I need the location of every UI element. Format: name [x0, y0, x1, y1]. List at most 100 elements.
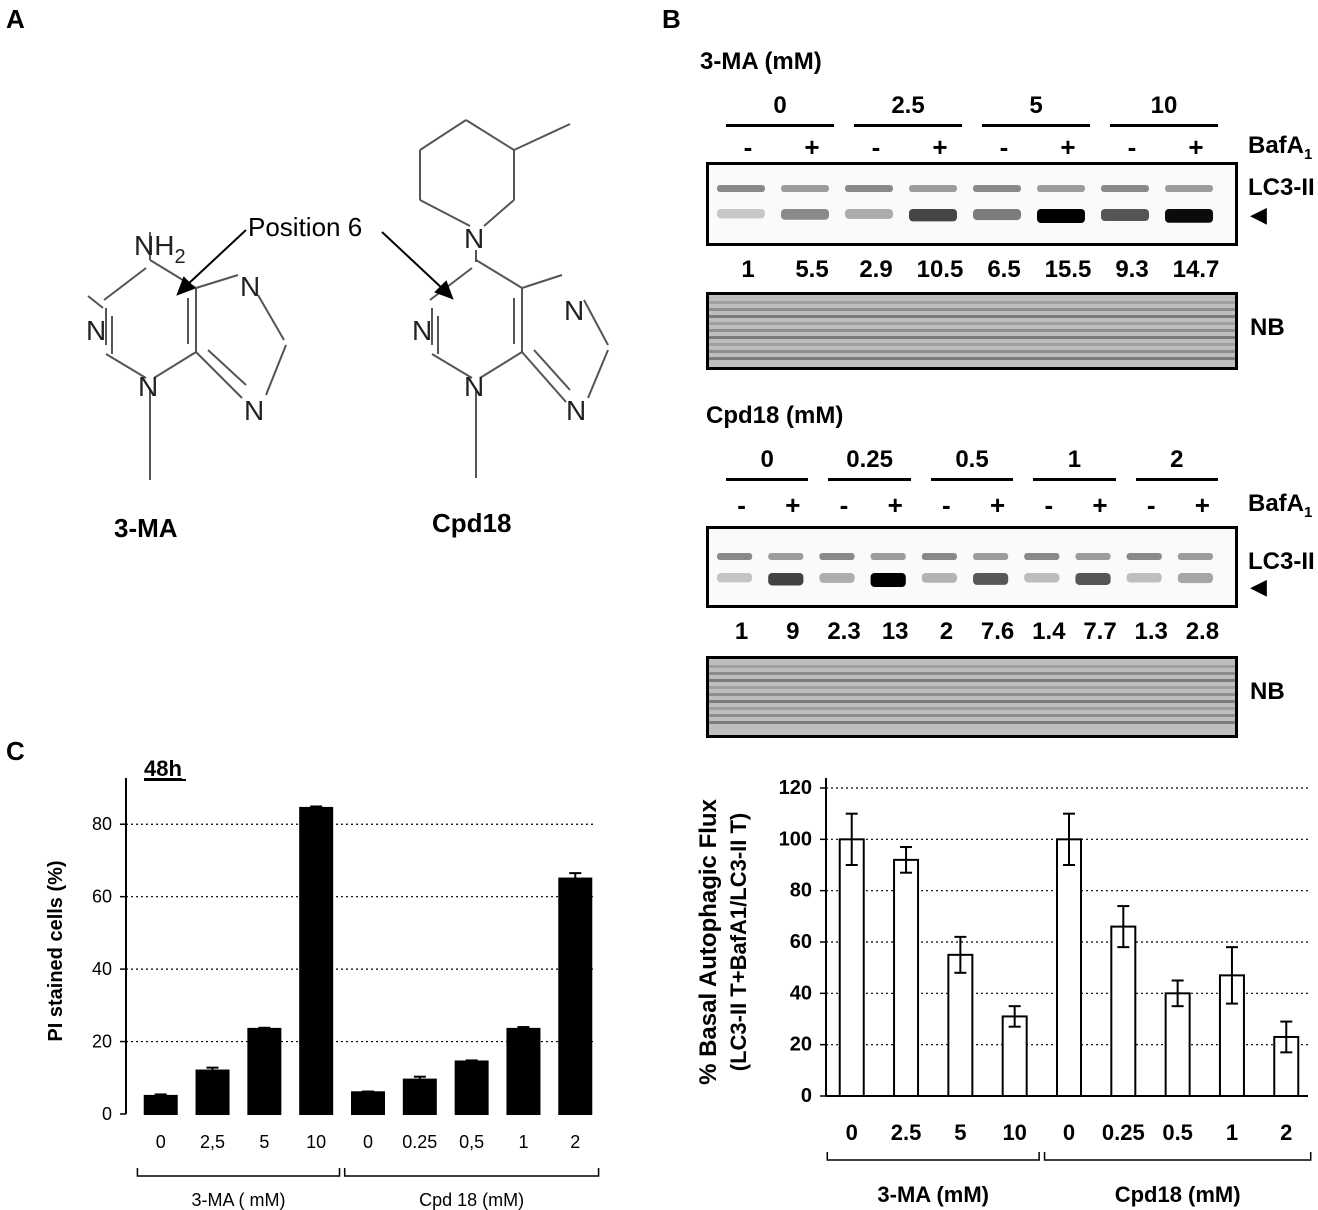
bar — [1056, 838, 1082, 1097]
blot1-lane-value: 9.3 — [1115, 256, 1149, 283]
x-tick-label: 5 — [259, 1132, 269, 1152]
y-tick-label: 120 — [779, 777, 812, 799]
atom-n7b: N — [564, 295, 584, 326]
group-label: 3-MA ( mM) — [191, 1190, 285, 1210]
bar — [893, 858, 920, 1097]
x-tick-label: 5 — [954, 1120, 966, 1145]
x-tick-label: 0 — [846, 1120, 858, 1145]
y-tick-label: 80 — [790, 880, 812, 902]
blot2-nb-stripe — [709, 700, 1235, 703]
x-tick-label: 2,5 — [200, 1132, 225, 1152]
bar — [1110, 925, 1137, 1097]
group-label: 3-MA (mM) — [877, 1182, 989, 1207]
blot1-arrow-icon: ◀ — [1250, 202, 1267, 227]
blot2-lane-value: 7.7 — [1083, 618, 1117, 645]
atom-n9: N — [244, 395, 264, 426]
x-tick-label: 0.25 — [1102, 1120, 1145, 1145]
blot1-band-upper — [973, 185, 1021, 192]
x-tick-label: 0 — [156, 1132, 166, 1152]
blot2-lane-value: 9 — [786, 618, 800, 645]
blot2-band-lc3ii — [1024, 573, 1060, 583]
blot2-lane-value: 1.4 — [1032, 618, 1066, 645]
blot1-nb-stripe — [709, 357, 1235, 360]
atom-nh2: NH2 — [134, 230, 186, 268]
blot1-lc3-label: LC3-II — [1248, 174, 1315, 201]
blot1-bafa-label: BafA1 — [1248, 132, 1313, 163]
blot2-sign-minus: - — [737, 490, 746, 520]
x-tick-label: 0.5 — [1162, 1120, 1193, 1145]
bar — [299, 806, 334, 1116]
blot2-band-lc3ii — [1126, 573, 1162, 583]
blot1-dose-label: 0 — [773, 92, 787, 119]
bar — [947, 953, 974, 1097]
blot1-band-upper — [1165, 185, 1213, 192]
blot1-band-upper — [781, 185, 829, 192]
y-tick-label: 40 — [790, 982, 812, 1004]
y-tick-label: 0 — [102, 1104, 112, 1124]
blot2-lane-value: 1.3 — [1134, 618, 1168, 645]
position-6-label: Position 6 — [248, 212, 362, 242]
blot2-dose-underline — [1135, 478, 1218, 481]
blot1-dose-underline — [726, 124, 834, 127]
chart-b-ylabel-sub: (LC3-II T+BafA1/LC3-II T) — [726, 813, 751, 1072]
blot2-lc3-label: LC3-II — [1248, 548, 1315, 575]
x-tick-label: 10 — [1002, 1120, 1026, 1145]
blot1-title: 3-MA (mM) — [700, 48, 822, 75]
bar — [351, 1091, 385, 1115]
y-tick-label: 100 — [779, 828, 812, 850]
blot1-dose-underline — [982, 124, 1090, 127]
blot1-sign-plus: + — [1060, 132, 1076, 162]
blot1-band-upper — [845, 185, 893, 192]
blot2-band-upper — [973, 553, 1009, 560]
blot1-lane-value: 6.5 — [987, 256, 1021, 283]
blot1-band-upper — [909, 185, 957, 192]
x-tick-label: 1 — [518, 1132, 528, 1152]
blot1-nb-stripe — [709, 329, 1235, 332]
atom-npip: N — [464, 223, 484, 254]
blot2-title: Cpd18 (mM) — [706, 402, 844, 429]
blot1-nb-stripe — [709, 336, 1235, 339]
compound-name-cpd18: Cpd18 — [432, 508, 511, 538]
blot2-band-upper — [1126, 553, 1162, 560]
blot2-dose-label: 1 — [1067, 446, 1082, 473]
blot1-sign-minus: - — [999, 132, 1009, 162]
atom-n1: N — [86, 315, 106, 346]
blot1-band-upper — [1101, 185, 1149, 192]
blot2-dose-underline — [930, 478, 1014, 481]
blot1-sign-plus: + — [932, 132, 948, 162]
blot2-dose-label: 0.5 — [955, 446, 989, 473]
blot2-band-upper — [1024, 553, 1060, 560]
blot1-band-upper — [717, 185, 765, 192]
blot2-dose-label: 0 — [760, 446, 774, 473]
bar — [402, 1078, 437, 1116]
blot1-band-lc3ii — [1165, 209, 1213, 223]
panel-label-a: A — [6, 4, 25, 34]
x-tick-label: 10 — [306, 1132, 326, 1152]
blot2-band-upper — [1177, 553, 1213, 560]
blot1-nb-stripe — [709, 322, 1235, 325]
y-tick-label: 60 — [92, 887, 112, 907]
blot1-band-lc3ii — [845, 209, 893, 219]
bar — [195, 1069, 230, 1115]
x-tick-label: 0 — [1063, 1120, 1075, 1145]
blot1-nb-stripe — [709, 308, 1235, 311]
blot2-band-lc3ii — [717, 573, 753, 583]
bar — [143, 1094, 178, 1115]
bar — [247, 1027, 282, 1115]
blot1-band-lc3ii — [781, 209, 829, 220]
blot1-sign-minus: - — [871, 132, 881, 162]
bar — [1164, 992, 1191, 1097]
blot2-bafa-label: BafA1 — [1248, 490, 1313, 521]
x-tick-label: 0.25 — [402, 1132, 437, 1152]
blot2-band-lc3ii — [870, 573, 906, 587]
blot2-nb-stripe — [709, 679, 1235, 682]
y-tick-label: 80 — [92, 814, 112, 834]
structure-cpd18 — [419, 119, 609, 478]
blot2-nb-stripe — [709, 714, 1235, 717]
bar — [1001, 1015, 1028, 1097]
blot1-sign-minus: - — [743, 132, 753, 162]
bar — [838, 838, 865, 1097]
blot1-lane-value: 14.7 — [1172, 256, 1220, 283]
compound-name-3ma: 3-MA — [114, 513, 178, 543]
blot2-nb-stripe — [709, 672, 1235, 675]
